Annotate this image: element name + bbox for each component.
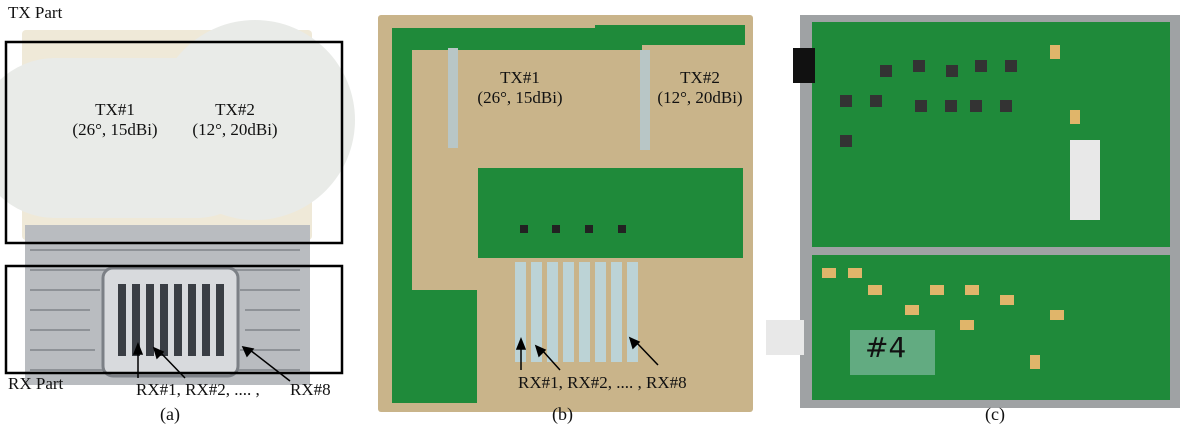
tx2-antenna [640,50,650,150]
caption-b: (b) [552,404,573,424]
rx-arrows-b [515,336,659,371]
tx2-name: TX#2 [680,68,720,87]
connector [793,48,815,83]
tx2-label-b: TX#2 (12°, 20dBi) [650,68,750,107]
connector [766,320,804,355]
tx-part-label: TX Part [8,3,63,22]
rx-list-label: RX#1, RX#2, .... , [136,380,260,399]
panel-b-pcb-photo [378,15,753,412]
rx-frontend-area [478,168,743,258]
tx-part-box [4,40,344,245]
tx1-label-a: TX#1 (26°, 15dBi) [55,100,175,139]
tx2-label-a: TX#2 (12°, 20dBi) [175,100,295,139]
tx1-name: TX#1 [500,68,540,87]
caption-c: (c) [985,404,1005,424]
tag-label [850,330,935,375]
rx-part-label: RX Part [8,374,64,393]
rx8-label: RX#8 [290,380,331,399]
tx2-spec: (12°, 20dBi) [192,119,278,139]
tx1-spec: (26°, 15dBi) [477,87,563,107]
caption-a: (a) [160,404,180,424]
tx1-spec: (26°, 15dBi) [72,119,158,139]
tx2-name: TX#2 [215,100,255,119]
tx1-name: TX#1 [95,100,135,119]
rx-part-box [4,264,344,375]
rx-antenna-array [515,262,638,362]
connector [1070,140,1100,220]
handwritten-tag: #4 [865,331,907,364]
tx2-spec: (12°, 20dBi) [657,87,743,107]
panel-c-baseband-pcb-photo [766,15,1180,408]
rx-label-b: RX#1, RX#2, .... , RX#8 [518,373,687,392]
tx1-label-b: TX#1 (26°, 15dBi) [460,68,580,107]
rx-arrows [132,341,291,382]
tx1-antenna [448,48,458,148]
panel-a-module-photo [0,20,355,385]
